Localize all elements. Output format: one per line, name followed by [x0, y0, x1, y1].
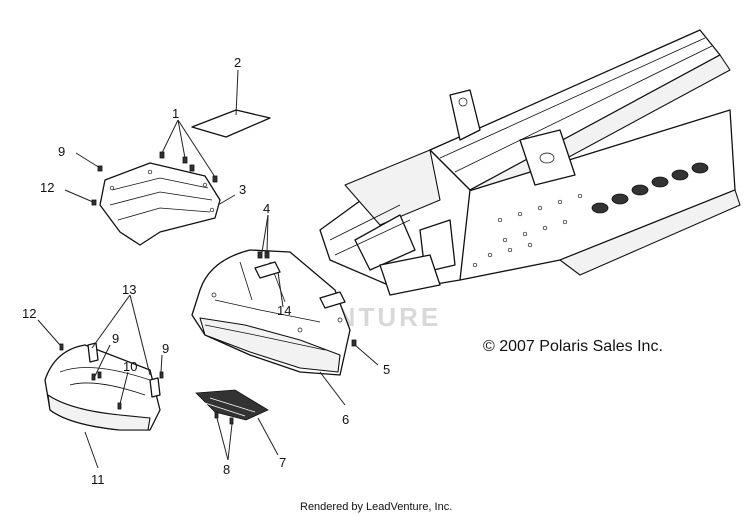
rivet-holes: [472, 193, 583, 268]
callout-9-lower-right: 9: [162, 341, 169, 356]
copyright-text: © 2007 Polaris Sales Inc.: [483, 338, 663, 355]
chassis-frame: [319, 29, 741, 296]
callout-13: 13: [122, 282, 136, 297]
callout-9-lower-left: 9: [112, 331, 119, 346]
part-7-skid-plate: [195, 389, 269, 421]
part-11-bumper: [44, 342, 164, 431]
callout-11: 11: [91, 472, 105, 487]
callout-2: 2: [234, 55, 241, 70]
callout-12-lower: 12: [22, 306, 36, 321]
callout-9-upper: 9: [58, 144, 65, 159]
callout-6: 6: [342, 412, 349, 427]
part-3-upper-pan: [99, 162, 221, 246]
callout-1: 1: [172, 106, 179, 121]
callout-12-upper: 12: [40, 180, 54, 195]
part-6-nose-pan: [191, 249, 351, 376]
rendered-by-text: Rendered by LeadVenture, Inc.: [300, 501, 452, 513]
part-2-decal: [191, 109, 271, 138]
callout-3: 3: [239, 182, 246, 197]
part-5-screw: [351, 339, 357, 347]
callout-4: 4: [263, 201, 270, 216]
callout-7: 7: [279, 455, 286, 470]
track-ribs: [591, 162, 709, 214]
leader-lines: [37, 69, 379, 469]
upper-fasteners: [91, 151, 218, 206]
callout-10: 10: [123, 359, 137, 374]
callout-8: 8: [223, 462, 230, 477]
callout-5: 5: [383, 362, 390, 377]
callout-14: 14: [277, 303, 291, 318]
